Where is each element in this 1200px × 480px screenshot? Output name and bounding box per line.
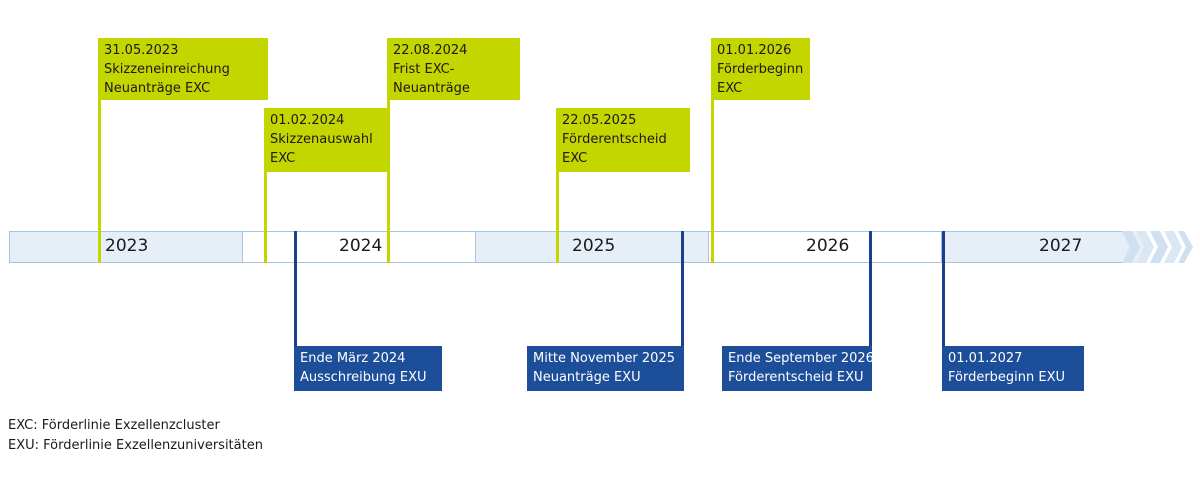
legend-exu: EXU: Förderlinie Exzellenzuniversitäten [8, 438, 263, 453]
exu-text: Förderentscheid EXU [728, 370, 864, 385]
exc-text: Skizzenauswahl [270, 132, 373, 147]
exu-date: Mitte November 2025 [533, 351, 675, 366]
year-cell-2027 [941, 231, 1126, 263]
year-cell-2024 [242, 231, 476, 263]
exc-text: EXC [717, 81, 743, 96]
exc-text: Förderbeginn [717, 62, 804, 77]
year-label-2027: 2027 [1039, 236, 1083, 256]
exu-text: Ausschreibung EXU [300, 370, 427, 385]
exu-flag-foerderentscheid: Ende September 2026 Förderentscheid EXU [722, 346, 874, 391]
exc-flag-frist: 22.08.2024 Frist EXC- Neuanträge [387, 38, 520, 100]
exc-stem-3 [387, 38, 390, 263]
year-cell-2023 [9, 231, 243, 263]
year-label-2024: 2024 [339, 236, 383, 256]
exc-text: Neuanträge EXC [104, 81, 211, 96]
exc-flag-foerderbeginn: 01.01.2026 Förderbeginn EXC [711, 38, 810, 100]
exc-text: Skizzeneinreichung [104, 62, 230, 77]
exc-flag-skizzeneinreichung: 31.05.2023 Skizzeneinreichung Neuanträge… [98, 38, 268, 100]
exu-stem-2 [681, 231, 684, 391]
exc-text: EXC [562, 151, 588, 166]
year-cell-2026 [708, 231, 942, 263]
exc-text: Förderentscheid [562, 132, 667, 147]
exc-flag-skizzenauswahl: 01.02.2024 Skizzenauswahl EXC [264, 108, 390, 172]
year-label-2023: 2023 [105, 236, 149, 256]
exu-date: Ende September 2026 [728, 351, 874, 366]
timeline-bar: 2023 2024 2025 2026 2027 [9, 231, 1129, 263]
exc-stem-2 [264, 108, 267, 263]
exc-text: EXC [270, 151, 296, 166]
exc-text: Frist EXC- [393, 62, 455, 77]
exc-stem-5 [711, 38, 714, 263]
exu-stem-3 [869, 231, 872, 391]
exu-flag-ausschreibung: Ende März 2024 Ausschreibung EXU [294, 346, 442, 391]
exu-date: Ende März 2024 [300, 351, 406, 366]
year-label-2026: 2026 [806, 236, 850, 256]
exu-text: Förderbeginn EXU [948, 370, 1066, 385]
exc-date: 31.05.2023 [104, 43, 179, 58]
year-label-2025: 2025 [572, 236, 616, 256]
exu-text: Neuanträge EXU [533, 370, 641, 385]
exc-date: 22.08.2024 [393, 43, 468, 58]
exu-stem-1 [294, 231, 297, 391]
exc-date: 22.05.2025 [562, 113, 637, 128]
year-cell-2025 [475, 231, 709, 263]
exc-text: Neuanträge [393, 81, 470, 96]
exu-date: 01.01.2027 [948, 351, 1023, 366]
exc-stem-4 [556, 108, 559, 263]
exu-flag-neuantraege: Mitte November 2025 Neuanträge EXU [527, 346, 684, 391]
exu-stem-4 [942, 231, 945, 391]
arrow-chevrons-icon [1122, 231, 1193, 263]
legend-exc: EXC: Förderlinie Exzellenzcluster [8, 418, 220, 433]
exu-flag-foerderbeginn: 01.01.2027 Förderbeginn EXU [942, 346, 1084, 391]
exc-flag-foerderentscheid: 22.05.2025 Förderentscheid EXC [556, 108, 690, 172]
exc-date: 01.02.2024 [270, 113, 345, 128]
exc-date: 01.01.2026 [717, 43, 792, 58]
exc-stem-1 [98, 38, 101, 263]
